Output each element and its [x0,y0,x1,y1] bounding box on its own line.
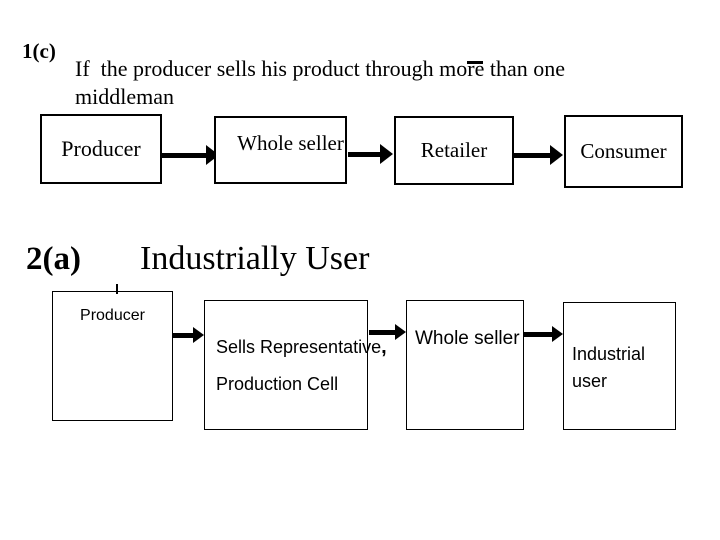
arrow-shaft [369,329,395,335]
arrow-head [552,326,563,342]
production-cell-line: Production Cell [216,374,339,394]
arrow-right-icon [162,145,219,165]
arrow-shaft [173,332,193,338]
flow2-box-industrial-user: Industrial user [563,302,676,430]
arrow-head [395,324,406,340]
stray-mark [116,284,118,294]
arrow-shaft [162,152,206,158]
industrial-user-line1: Industrial [572,344,646,364]
flow2-box-producer-label: Producer [80,307,145,324]
arrow-right-icon [173,327,204,343]
arrow-head [550,145,563,165]
arrow-shaft [524,331,552,337]
sells-representative-line: Sells Representative, [216,329,387,366]
arrow-head [380,144,393,164]
section1-text-line2: middleman [75,84,174,109]
arrow-right-icon [524,326,563,342]
arrow-right-icon [369,324,406,340]
section2-title: Industrially User [140,240,370,277]
sells-representative-label: Sells Representative [216,337,382,357]
flow2-box-wholeseller-label: Whole seller [415,328,520,349]
flow1-box-consumer: Consumer [564,115,683,188]
arrow-right-icon [514,145,563,165]
flow2-box-wholeseller: Whole seller [406,300,524,430]
industrial-user-line2: user [572,371,608,391]
flow1-box-consumer-label: Consumer [580,139,667,163]
section2-label: 2(a) [26,241,81,277]
section1-text-line1: If the producer sells his product throug… [75,56,565,81]
flow1-box-retailer: Retailer [394,116,514,185]
flow1-box-producer: Producer [40,114,162,184]
flow1-box-retailer-label: Retailer [420,138,488,162]
flow2-box-sells-representative: Sells Representative, Production Cell [204,300,387,430]
arrow-shaft [348,151,380,157]
stray-mark [467,61,483,64]
flow1-box-wholeseller-label: Whole seller [237,130,344,155]
arrow-shaft [514,152,550,158]
flow2-box-producer: Producer [52,291,173,421]
flow1-box-producer-label: Producer [61,136,141,161]
arrow-head [193,327,204,343]
arrow-right-icon [348,144,393,164]
comma-mark: , [381,336,387,358]
section1-label: 1(c) [22,39,56,63]
flow1-box-wholeseller: Whole seller [214,116,347,184]
